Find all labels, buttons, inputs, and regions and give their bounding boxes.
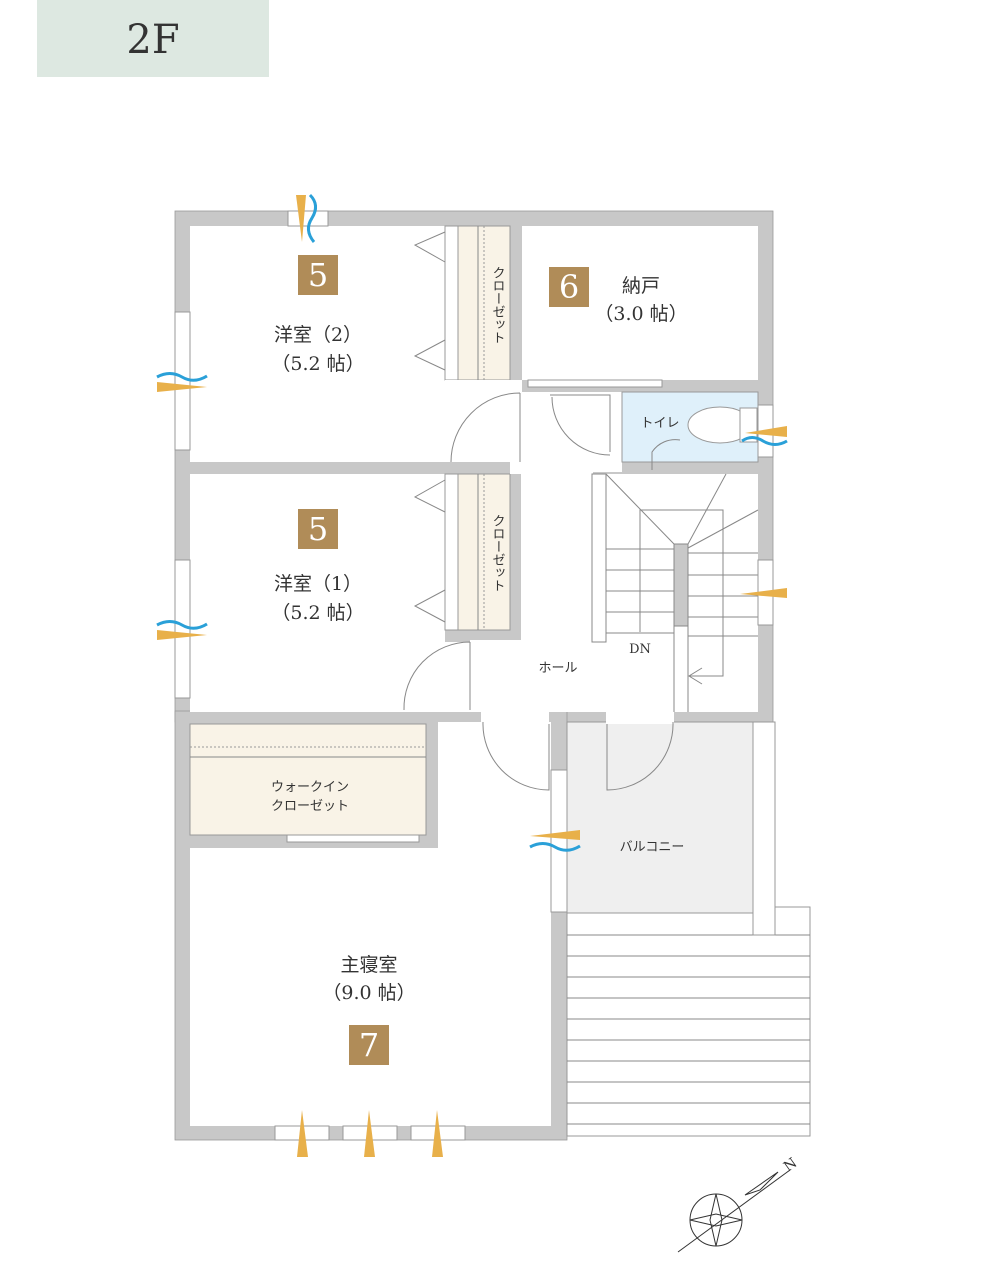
floor-label: 2F	[37, 0, 269, 77]
deck	[566, 906, 811, 1137]
youshitsu1-size: （5.2 帖）	[271, 602, 364, 624]
dn-label: DN	[629, 642, 651, 657]
nando-size: （3.0 帖）	[594, 303, 687, 325]
youshitsu2-size: （5.2 帖）	[271, 353, 364, 375]
youshitsu2-name: 洋室（2）	[274, 324, 362, 346]
shushinshitsu-name: 主寝室	[340, 954, 397, 976]
hall-label: ホール	[538, 661, 577, 676]
balcony	[566, 721, 754, 914]
nando-name: 納戸	[622, 275, 660, 297]
closet-2-label: クローゼット	[490, 266, 506, 344]
compass-icon	[677, 1169, 791, 1253]
badge-youshitsu2: 5	[298, 255, 338, 295]
toilet-label: トイレ	[640, 416, 679, 431]
svg-text:6: 6	[559, 268, 579, 306]
badge-shushinshitsu: 7	[349, 1025, 389, 1065]
balcony-label: バルコニー	[620, 840, 685, 855]
closet-1-label: クローゼット	[490, 514, 506, 592]
wic-label-2: クローゼット	[271, 799, 349, 814]
youshitsu1-name: 洋室（1）	[274, 573, 362, 595]
room-shushinshitsu	[190, 848, 551, 1126]
doors	[403, 231, 681, 791]
compass-north-label: N	[781, 1155, 800, 1175]
svg-text:5: 5	[308, 256, 328, 294]
svg-text:5: 5	[308, 510, 328, 548]
walk-in-closet	[189, 723, 427, 836]
air-flow-icons	[156, 193, 788, 852]
shushinshitsu-size: （9.0 帖）	[322, 982, 415, 1004]
badge-youshitsu1: 5	[298, 509, 338, 549]
wic-label-1: ウォークイン	[271, 780, 349, 795]
wind-arrows	[157, 195, 787, 1157]
badge-nando: 6	[549, 267, 589, 307]
svg-text:7: 7	[359, 1026, 379, 1064]
